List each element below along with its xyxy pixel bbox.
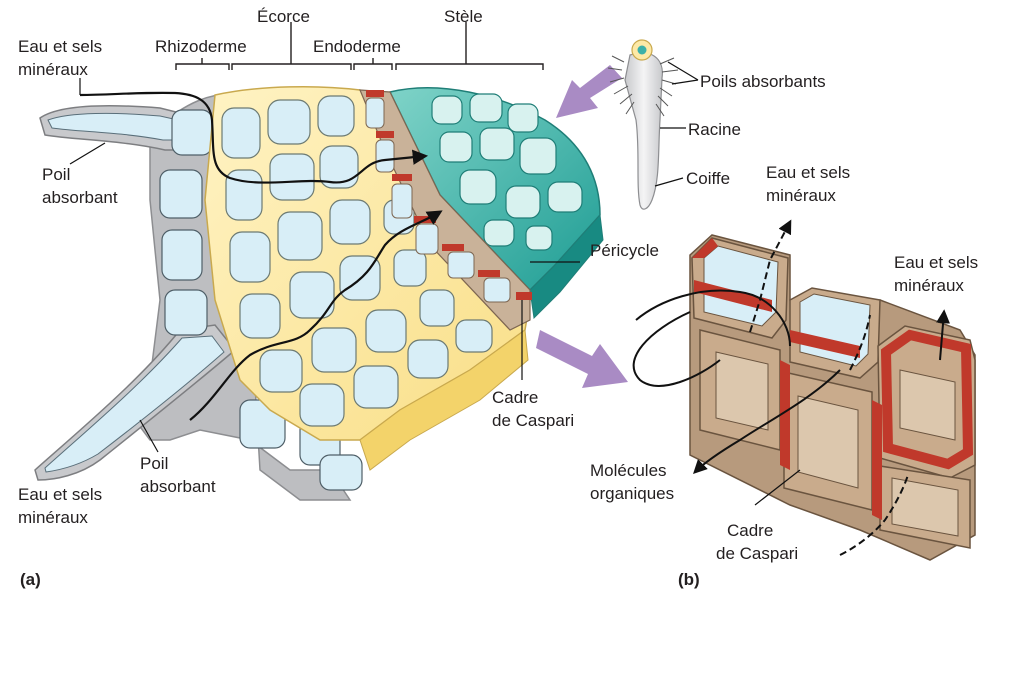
stele-3d-edge [529, 213, 604, 320]
bracket-rhizoderme [175, 58, 230, 70]
b-to-organic [693, 369, 841, 474]
label-b-water-2-2: minéraux [894, 276, 964, 295]
label-root-hair-top-1: Poil [42, 165, 70, 184]
root-body [624, 52, 663, 210]
bracket-stele [395, 22, 544, 70]
cap-leader [654, 177, 684, 187]
label-b-water-2-1: Eau et sels [894, 253, 978, 272]
cell-b-right [877, 325, 976, 479]
header-endoderme: Endoderme [313, 37, 401, 56]
root-hair-bottom-leader [139, 419, 159, 453]
apoplast-path [79, 91, 429, 184]
header-rhizoderme: Rhizoderme [155, 37, 247, 56]
root-section-core [637, 45, 647, 55]
tissue-brackets [175, 22, 544, 70]
label-casparian-a-2: de Caspari [492, 411, 574, 430]
panel-b-labels: Eau et sels minéraux Eau et sels minérau… [590, 163, 978, 589]
label-water-bottom-2: minéraux [18, 508, 88, 527]
label-pericycle: Péricycle [590, 241, 659, 260]
panel-a-labels: Écorce Stèle Rhizoderme Endoderme Eau et… [18, 7, 659, 589]
b-bottom-path [839, 474, 909, 556]
stele-cells [431, 93, 583, 251]
bracket-ecorce [231, 22, 352, 70]
panel-b-endodermis-cells [632, 219, 976, 561]
label-b-casparian-1: Cadre [727, 521, 773, 540]
panel-a-tag: (a) [20, 570, 41, 589]
label-casparian-a-1: Cadre [492, 388, 538, 407]
casparian-leader-b [754, 469, 801, 506]
root-inset: Poils absorbants Racine Coiffe [607, 39, 826, 210]
b-symplast-up-2 [849, 314, 871, 371]
symplast-path [189, 210, 443, 421]
label-root-cap: Coiffe [686, 169, 730, 188]
root-hairs-leader [667, 61, 699, 85]
arrow-section-to-b [536, 330, 628, 388]
header-stele: Stèle [444, 7, 483, 26]
root-hair-bottom-lumen [44, 335, 225, 473]
b-right-up [936, 309, 951, 361]
label-root: Racine [688, 120, 741, 139]
label-root-hair-bottom-2: absorbant [140, 477, 216, 496]
label-b-organic-1: Molécules [590, 461, 667, 480]
label-root-hairs: Poils absorbants [700, 72, 826, 91]
label-b-casparian-2: de Caspari [716, 544, 798, 563]
label-root-hair-top-2: absorbant [42, 188, 118, 207]
panel-a-cross-section [34, 78, 604, 501]
label-b-organic-2: organiques [590, 484, 674, 503]
header-ecorce: Écorce [257, 7, 310, 26]
label-root-hair-bottom-1: Poil [140, 454, 168, 473]
label-water-top-2: minéraux [18, 60, 88, 79]
arrow-inset-to-section [556, 65, 622, 118]
label-b-water-1-1: Eau et sels [766, 163, 850, 182]
panel-b-tag: (b) [678, 570, 700, 589]
label-water-bottom-1: Eau et sels [18, 485, 102, 504]
root-hair-top-leader [69, 142, 106, 165]
cell-b-left [691, 237, 789, 339]
b-symplast-up-1 [749, 219, 792, 333]
label-water-top-1: Eau et sels [18, 37, 102, 56]
cells-b-lower [699, 329, 971, 549]
b-loop-lower [632, 311, 721, 387]
purple-arrows [536, 65, 628, 388]
b-apoplast-loop [635, 289, 791, 347]
cell-b-middle [789, 287, 881, 379]
endodermis-cells [365, 97, 511, 303]
bracket-endoderme [353, 58, 393, 70]
rhizoderm-cells [159, 109, 363, 491]
cortex-3d-edge [359, 329, 529, 471]
root-hairs-inset [607, 55, 679, 117]
label-b-water-1-2: minéraux [766, 186, 836, 205]
